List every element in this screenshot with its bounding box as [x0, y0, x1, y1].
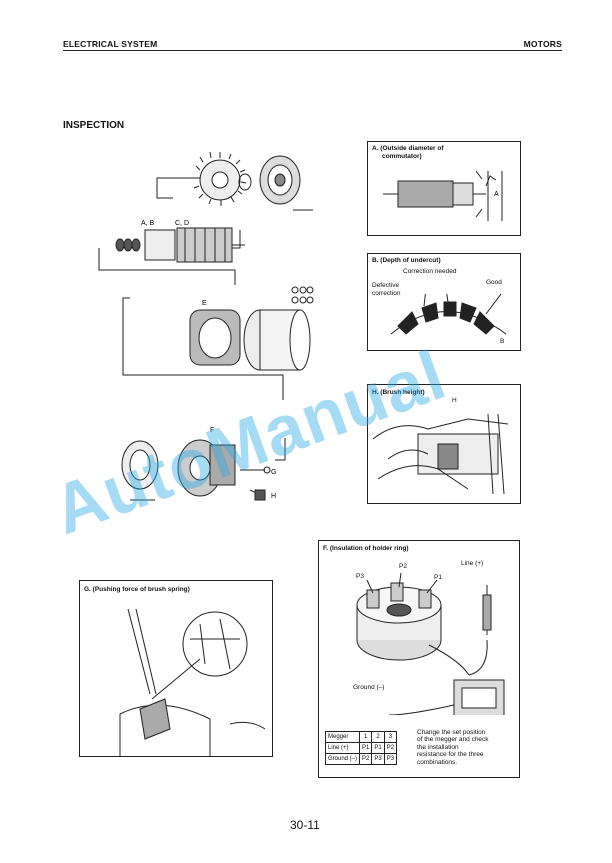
- megger-cell: P1: [359, 742, 373, 754]
- label-correction-needed: Correction needed: [403, 268, 457, 275]
- inspection-heading: INSPECTION: [63, 120, 125, 131]
- label-ab: A, B: [141, 220, 155, 227]
- header-section-title: ELECTRICAL SYSTEM: [63, 39, 158, 49]
- megger-row-line-label: Line (+): [324, 742, 361, 754]
- label-h: H: [271, 493, 276, 500]
- note-line: combinations.: [417, 758, 458, 766]
- megger-header-0: Megger: [324, 731, 361, 743]
- megger-cell: P2: [359, 753, 373, 765]
- megger-header-2: 2: [371, 731, 385, 743]
- box-g-caption: G. (Pushing force of brush spring): [84, 586, 190, 593]
- exploded-view-diagram: A, B C, D E F G H: [98, 151, 314, 501]
- label-g: G: [271, 469, 276, 476]
- box-a-caption-2: commutator): [382, 153, 422, 160]
- megger-cell: P2: [383, 742, 398, 754]
- megger-cell: P3: [383, 753, 398, 765]
- megger-header-3: 3: [383, 731, 398, 743]
- box-brush-height: H. (Brush height) H: [367, 384, 521, 504]
- holder-ring-diagram: [356, 572, 505, 715]
- dim-a-label: A: [494, 191, 499, 198]
- brush-height-diagram: [372, 413, 509, 495]
- box-f-caption: F. (Insulation of holder ring): [323, 545, 409, 552]
- label-defective-2: correction: [372, 290, 401, 297]
- box-b-caption: B. (Depth of undercut): [372, 257, 441, 264]
- label-good: Good: [486, 279, 502, 286]
- megger-cell: P1: [371, 742, 385, 754]
- megger-table: Megger 1 2 3 Line (+) P1 P1 P2 Ground (–…: [324, 731, 398, 765]
- undercut-diagram: [390, 294, 507, 335]
- megger-note: Change the set position of the megger an…: [417, 729, 517, 766]
- commutator-diagram: A: [383, 170, 503, 221]
- label-f: F: [210, 427, 214, 434]
- label-defective-1: Defective: [372, 282, 400, 289]
- note-line: resistance for the three: [417, 751, 484, 759]
- box-commutator-diameter: A. (Outside diameter of commutator) A: [367, 141, 521, 236]
- label-ground-minus: Ground (–): [353, 684, 385, 691]
- label-p2: P2: [399, 563, 407, 570]
- label-cd: C, D: [175, 220, 189, 227]
- label-p1: P1: [434, 574, 442, 581]
- megger-row-ground-label: Ground (–): [324, 753, 361, 765]
- label-p3: P3: [356, 573, 364, 580]
- megger-cell: P3: [371, 753, 385, 765]
- label-h-dim: H: [452, 397, 457, 404]
- megger-header-1: 1: [359, 731, 373, 743]
- header-rule: [63, 50, 562, 51]
- box-h-caption: H. (Brush height): [372, 389, 425, 396]
- label-e: E: [202, 300, 207, 307]
- label-line-plus: Line (+): [461, 560, 484, 567]
- brush-spring-diagram: [119, 608, 266, 756]
- note-line: of the megger and check: [417, 736, 489, 744]
- box-holder-ring-insulation: F. (Insulation of holder ring) P2 P3 P1 …: [318, 540, 520, 778]
- note-line: the installation: [417, 743, 459, 751]
- header-chapter-title: MOTORS: [523, 39, 562, 49]
- box-brush-spring-force: G. (Pushing force of brush spring): [79, 580, 273, 757]
- label-b: B: [500, 338, 505, 345]
- box-undercut-depth: B. (Depth of undercut) Correction needed…: [367, 253, 521, 351]
- box-a-caption-1: A. (Outside diameter of: [372, 145, 444, 152]
- page-number: 30-11: [290, 818, 320, 832]
- note-line: Change the set position: [417, 729, 486, 736]
